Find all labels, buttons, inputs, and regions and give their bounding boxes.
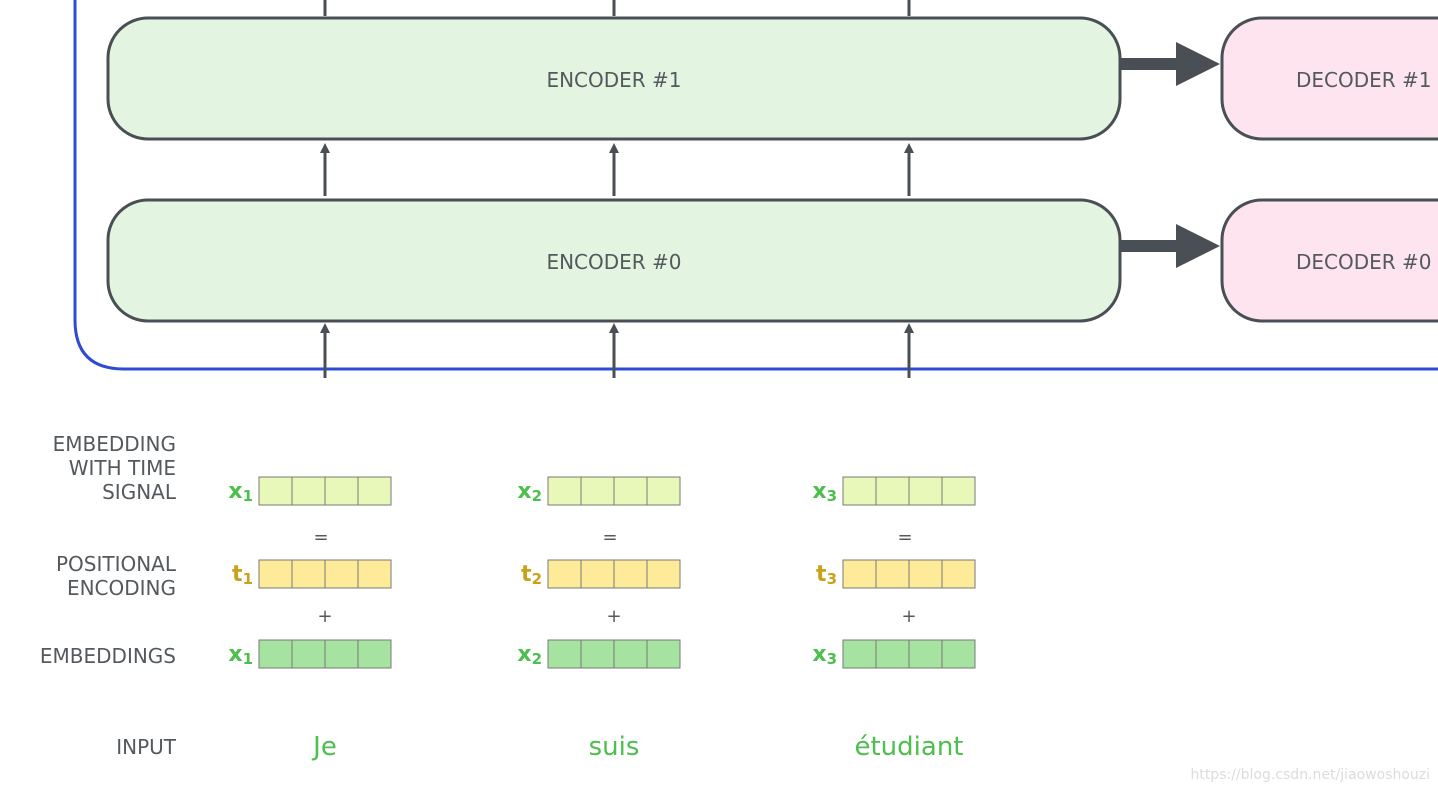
emb-vector-label: x2	[517, 642, 542, 668]
emb-vector-cell	[324, 639, 359, 669]
time-vector-cell	[875, 476, 910, 506]
time-vector-cell	[580, 476, 615, 506]
pos-vector-label: t1	[232, 562, 253, 588]
emb-vector-cell	[613, 639, 648, 669]
label-embedding-with-time-signal-line3: SIGNAL	[102, 480, 177, 504]
encoder-to-decoder-arrows	[1120, 42, 1220, 268]
time-vector-cell	[324, 476, 359, 506]
label-positional-encoding-line1: POSITIONAL	[56, 552, 177, 576]
token-column-2: x2 t2 x2 = + suis	[517, 476, 681, 762]
token-column-3: x3 t3 x3 = + étudiant	[812, 476, 976, 762]
pos-vector-cell	[842, 559, 877, 589]
input-word: étudiant	[854, 732, 963, 762]
encoder-1: ENCODER #1	[106, 16, 1122, 141]
plus-sign: +	[606, 606, 621, 627]
pos-vector-cell	[258, 559, 293, 589]
decoder-0-box	[1220, 198, 1438, 323]
plus-sign: +	[317, 606, 332, 627]
input-word: suis	[589, 732, 640, 762]
pos-vector-cell	[324, 559, 359, 589]
emb-vector-cell	[291, 639, 326, 669]
time-vector-cell	[258, 476, 293, 506]
emb-vector-cell	[258, 639, 293, 669]
pos-vector-cell	[875, 559, 910, 589]
time-vector-label: x2	[517, 479, 542, 505]
label-input: INPUT	[116, 735, 177, 759]
emb-vector-cell	[646, 639, 681, 669]
watermark: https://blog.csdn.net/jiaowoshouzi	[1190, 767, 1430, 783]
plus-sign: +	[901, 606, 916, 627]
encoder-arrows	[320, 0, 914, 378]
encoder-0-label: ENCODER #0	[546, 250, 681, 274]
pos-vector-cell	[613, 559, 648, 589]
decoder-1: DECODER #1	[1220, 16, 1438, 141]
label-positional-encoding-line2: ENCODING	[67, 576, 176, 600]
label-embedding-with-time-signal-line1: EMBEDDING	[53, 432, 176, 456]
token-column-1: x1 t1 x1 = + Je	[228, 476, 392, 762]
emb-vector-cell	[842, 639, 877, 669]
emb-vector-label: x3	[812, 642, 837, 668]
pos-vector-cell	[941, 559, 976, 589]
pos-vector-label: t2	[521, 562, 542, 588]
decoder-0: DECODER #0	[1220, 198, 1438, 323]
time-vector-cell	[613, 476, 648, 506]
emb-vector-cell	[908, 639, 943, 669]
label-embedding-with-time-signal-line2: WITH TIME	[69, 456, 176, 480]
encoder-stack-container	[73, 0, 1438, 371]
emb-vector-cell	[941, 639, 976, 669]
token-columns: x1 t1 x1 = + Je x2 t2 x2 = + suis x3 t3 x3 = + étudiant	[228, 476, 976, 762]
pos-vector-cell	[908, 559, 943, 589]
time-vector-cell	[291, 476, 326, 506]
time-vector-cell	[646, 476, 681, 506]
decoder-0-label: DECODER #0	[1296, 250, 1432, 274]
emb-vector-cell	[547, 639, 582, 669]
equals-sign: =	[313, 527, 328, 548]
pos-vector-cell	[547, 559, 582, 589]
time-vector-cell	[908, 476, 943, 506]
encoder-1-box	[106, 16, 1122, 141]
decoder-1-label: DECODER #1	[1296, 68, 1432, 92]
pos-vector-cell	[646, 559, 681, 589]
time-vector-cell	[941, 476, 976, 506]
label-embeddings: EMBEDDINGS	[40, 644, 176, 668]
encoder-1-label: ENCODER #1	[546, 68, 681, 92]
time-vector-label: x1	[228, 479, 253, 505]
emb-vector-cell	[580, 639, 615, 669]
equals-sign: =	[897, 527, 912, 548]
emb-vector-label: x1	[228, 642, 253, 668]
pos-vector-label: t3	[816, 562, 837, 588]
encoder-0-box	[106, 198, 1122, 323]
row-labels: EMBEDDING WITH TIME SIGNAL POSITIONAL EN…	[40, 432, 177, 759]
time-vector-label: x3	[812, 479, 837, 505]
emb-vector-cell	[875, 639, 910, 669]
arrow-enc0-dec0-shaft	[1120, 240, 1178, 252]
pos-vector-cell	[357, 559, 392, 589]
time-vector-cell	[357, 476, 392, 506]
time-vector-cell	[842, 476, 877, 506]
pos-vector-cell	[291, 559, 326, 589]
pos-vector-cell	[580, 559, 615, 589]
decoder-1-box	[1220, 16, 1438, 141]
equals-sign: =	[602, 527, 617, 548]
time-vector-cell	[547, 476, 582, 506]
encoder-0: ENCODER #0	[106, 198, 1122, 323]
arrow-enc0-dec0-head	[1176, 224, 1220, 268]
arrow-enc1-dec1-head	[1176, 42, 1220, 86]
input-word: Je	[311, 732, 337, 762]
arrow-enc1-dec1-shaft	[1120, 58, 1178, 70]
emb-vector-cell	[357, 639, 392, 669]
